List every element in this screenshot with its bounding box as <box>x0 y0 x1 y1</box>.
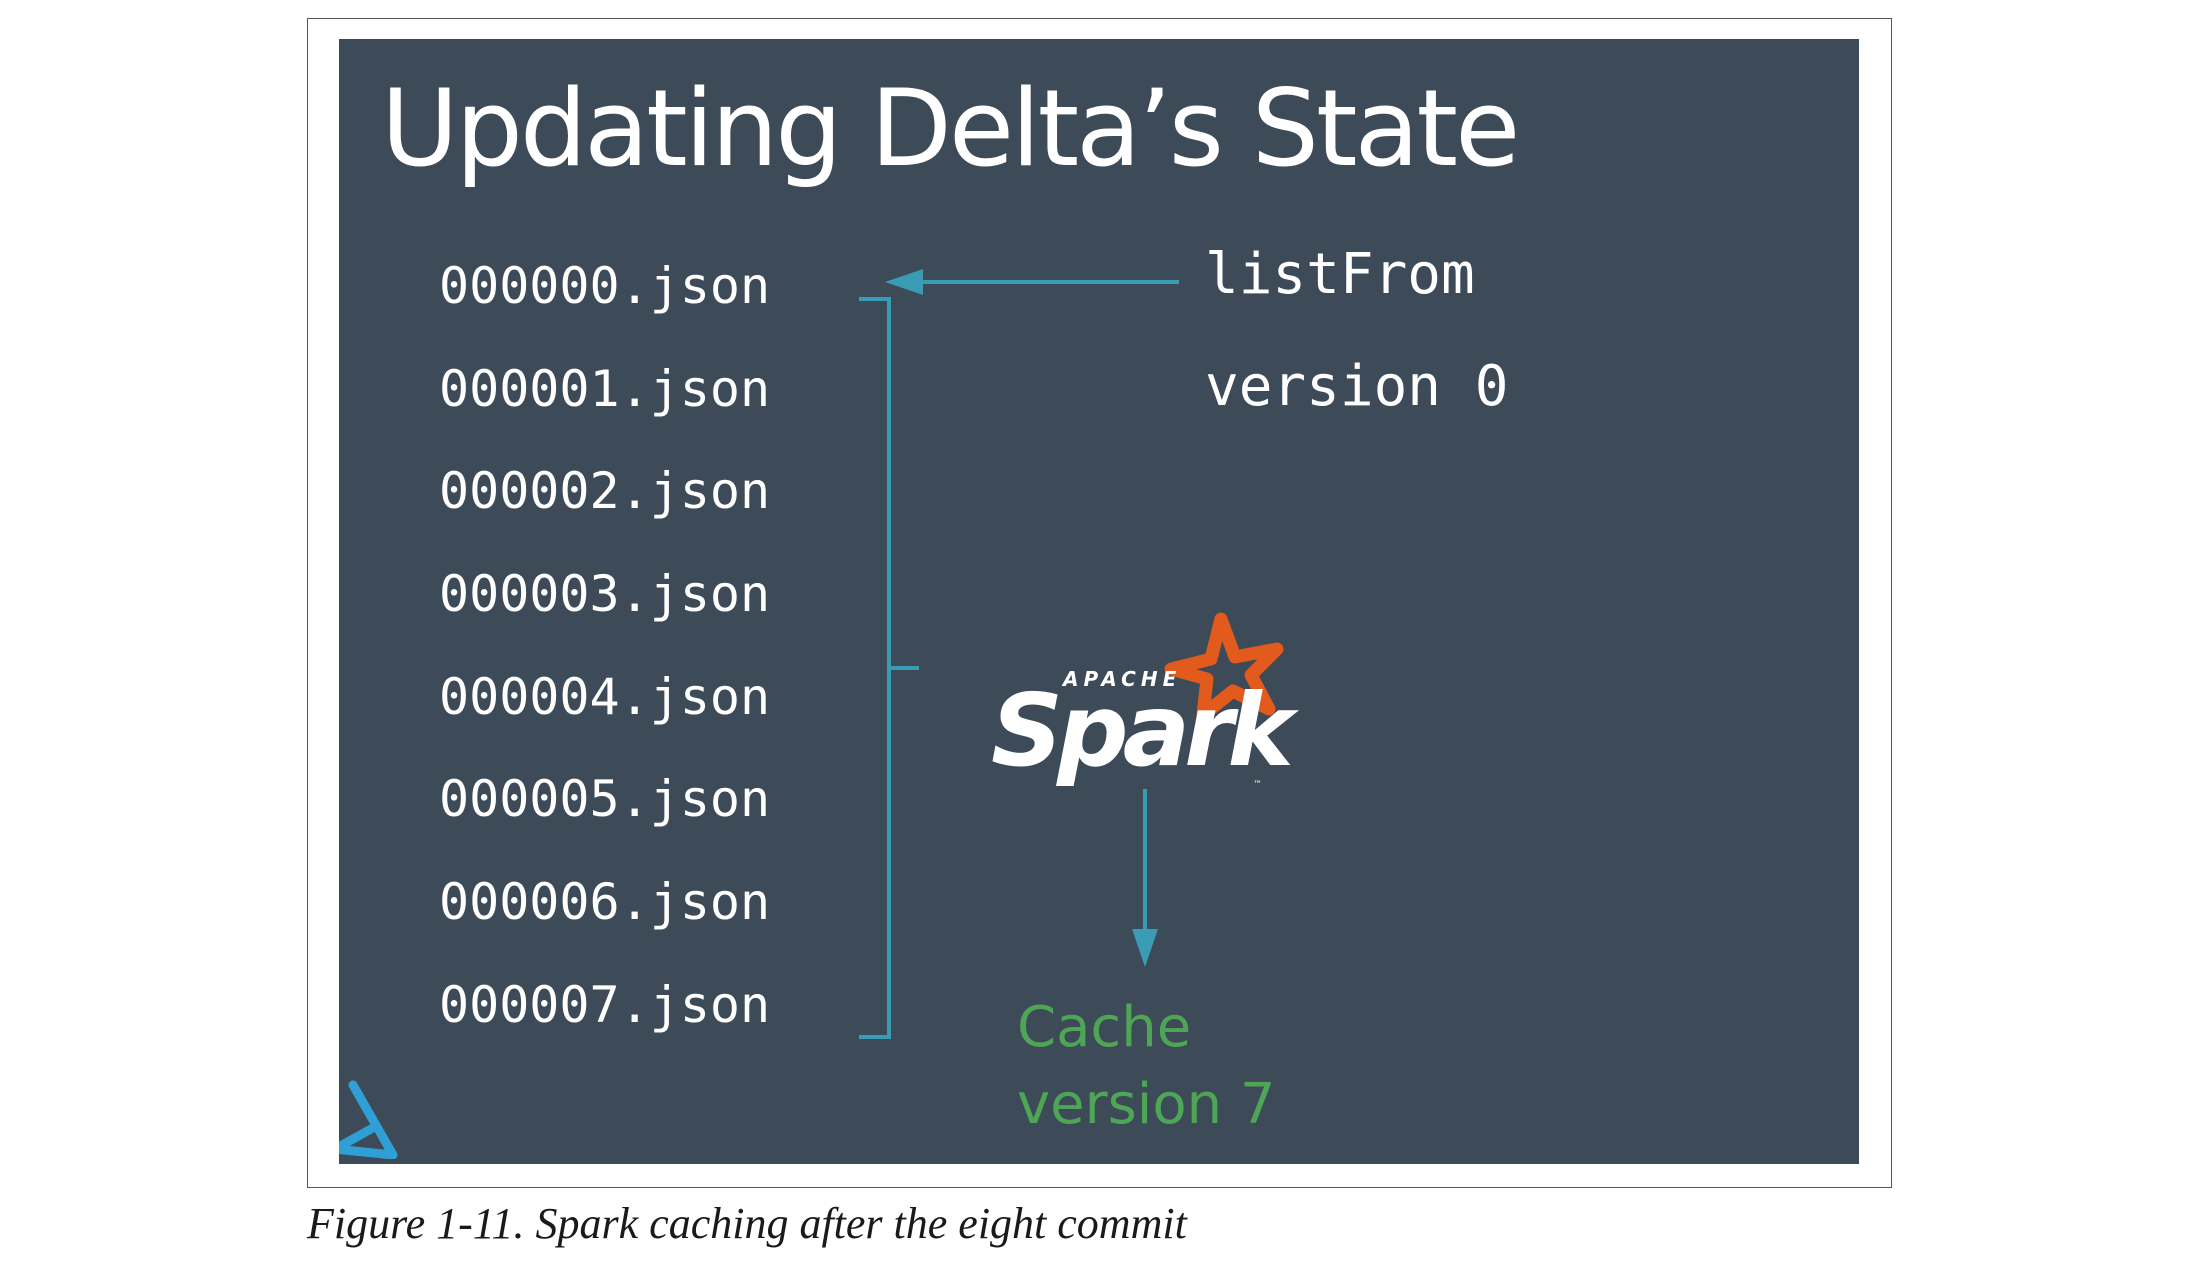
connector-lines <box>859 269 1179 1039</box>
cache-label: Cache version 7 <box>1017 989 1276 1144</box>
slide-title: Updating Delta’s State <box>381 67 1520 190</box>
cache-label-line1: Cache <box>1017 995 1192 1060</box>
spark-trademark: ™ <box>1253 780 1262 790</box>
list-from-arrow <box>885 269 1179 295</box>
file-item: 000003.json <box>439 565 771 623</box>
cache-arrow <box>1132 789 1158 967</box>
cache-label-line2: version 7 <box>1017 1072 1276 1138</box>
spark-wordmark: Spark <box>991 672 1294 789</box>
spark-logo: APACHE Spark ™ <box>991 611 1294 821</box>
list-from-label: listFrom <box>1205 242 1475 307</box>
files-bracket <box>859 297 919 1039</box>
figure-caption: Figure 1-11. Spark caching after the eig… <box>307 1199 1187 1248</box>
delta-logo-icon <box>339 1080 398 1159</box>
file-item: 000004.json <box>439 668 771 726</box>
spark-star-icon <box>1164 612 1284 721</box>
file-item: 000007.json <box>439 976 771 1034</box>
file-item: 000006.json <box>439 873 771 931</box>
file-item: 000001.json <box>439 360 771 418</box>
version-label: version 0 <box>1205 354 1509 419</box>
spark-apache-text: APACHE <box>1063 667 1182 691</box>
file-item: 000002.json <box>439 462 771 520</box>
file-item: 000005.json <box>439 770 771 828</box>
slide: Updating Delta’s State 000000.json 00000… <box>339 39 1859 1164</box>
file-item: 000000.json <box>439 257 771 315</box>
